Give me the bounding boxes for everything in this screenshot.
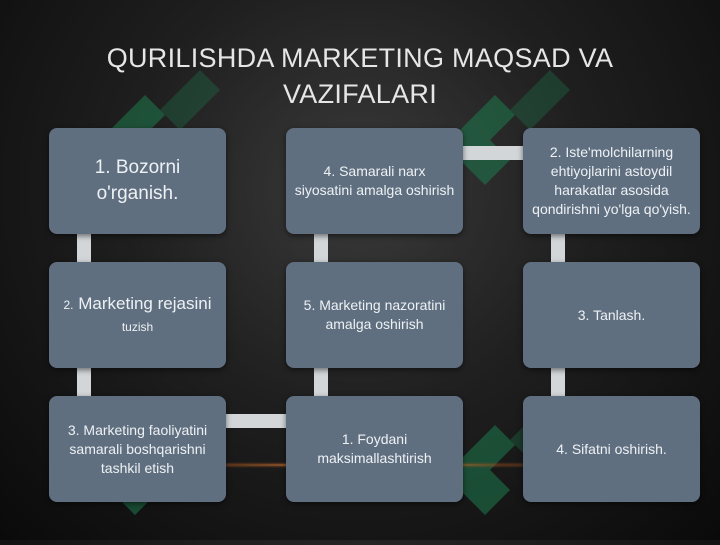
box-label: 5. Marketing nazoratini amalga oshirish	[303, 297, 446, 332]
box-label: 4. Sifatni oshirish.	[556, 440, 667, 457]
flow-box-col1-1: 1. Bozorni o'rganish.	[49, 128, 226, 234]
flow-box-col1-2: 2. Marketing rejasini tuzish	[49, 262, 226, 368]
box-number: 2.	[63, 297, 74, 312]
box-label: 4. Samarali narx siyosatini amalga oshir…	[294, 163, 455, 198]
flow-box-col2-1: 4. Samarali narx siyosatini amalga oshir…	[286, 128, 463, 234]
flow-box-col3-1: 2. Iste'molchilarning ehtiyojlarini asto…	[523, 128, 700, 234]
flow-box-col2-2: 5. Marketing nazoratini amalga oshirish	[286, 262, 463, 368]
page-title: QURILISHDA MARKETING MAQSAD VA VAZIFALAR…	[106, 43, 614, 109]
connector-col2-col3	[462, 146, 523, 160]
box-label: 3. Marketing faoliyatini samarali boshqa…	[67, 421, 208, 476]
box-label: 3. Tanlash.	[577, 306, 646, 323]
flow-box-col3-2: 3. Tanlash.	[523, 262, 700, 368]
connector-col2-3-2	[314, 368, 328, 396]
flow-box-col2-3: 1. Foydani maksimallashtirish	[286, 396, 463, 502]
connector-col1-col2	[225, 414, 286, 428]
box-label: 1. Bozorni o'rganish.	[94, 157, 181, 204]
box-label: 1. Foydani maksimallashtirish	[317, 431, 432, 466]
box-sublabel: tuzish	[121, 319, 154, 334]
connector-col1-1-2	[77, 234, 91, 262]
connector-col2-2-1	[314, 234, 328, 262]
watermark-logo-icon	[440, 70, 580, 210]
box-label: Marketing rejasini	[78, 293, 212, 313]
connector-col1-2-3	[77, 368, 91, 396]
flow-box-col1-3: 3. Marketing faoliyatini samarali boshqa…	[49, 396, 226, 502]
box-label: 2. Iste'molchilarning ehtiyojlarini asto…	[532, 144, 691, 217]
connector-col3-2-3	[551, 368, 565, 396]
flow-box-col3-3: 4. Sifatni oshirish.	[523, 396, 700, 502]
connector-col3-1-2	[551, 234, 565, 262]
